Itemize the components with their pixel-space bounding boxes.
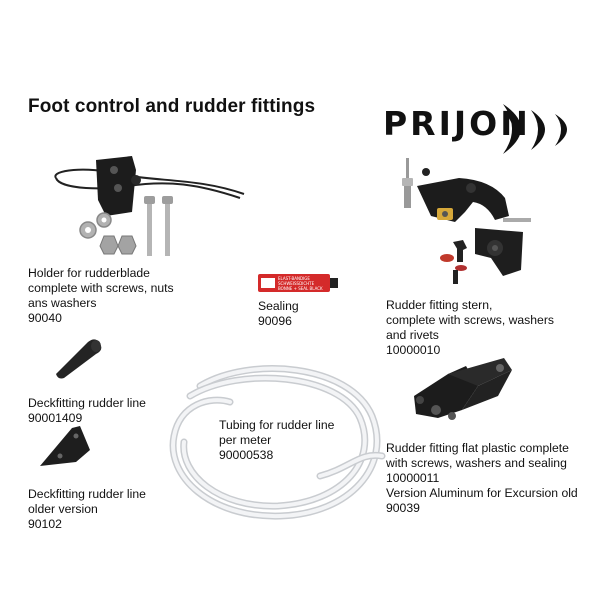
deckfitting-rudder-line-image xyxy=(56,339,102,379)
deckfitting-old-name: Deckfitting rudder line xyxy=(28,487,146,501)
sealing-name: Sealing xyxy=(258,299,299,313)
rudder-fitting-stern-image xyxy=(402,158,531,284)
deckfitting-name: Deckfitting rudder line xyxy=(28,396,146,410)
stern-detail: complete with screws, washers xyxy=(386,313,554,327)
deckfitting-caption: Deckfitting rudder line 90001409 xyxy=(28,396,146,426)
sealing-caption: Sealing 90096 xyxy=(258,299,299,329)
sealing-tube-text-2: SCHWEISSDICHTE xyxy=(278,281,315,286)
deckfitting-old-caption: Deckfitting rudder line older version 90… xyxy=(28,487,146,532)
rudder-fitting-flat-plastic-image xyxy=(414,358,512,420)
tubing-detail: per meter xyxy=(219,433,272,447)
holder-detail-2: ans washers xyxy=(28,296,97,310)
flat-plastic-name: Rudder fitting flat plastic complete xyxy=(386,441,569,455)
holder-rudderblade-image xyxy=(54,156,245,256)
holder-detail: complete with screws, nuts xyxy=(28,281,174,295)
stern-detail-2: and rivets xyxy=(386,328,439,342)
sealing-tube-text-3: BONNE + SEAL BLACK xyxy=(278,286,323,291)
holder-part-number: 90040 xyxy=(28,311,62,325)
sealing-part-number: 90096 xyxy=(258,314,292,328)
flat-plastic-detail: with screws, washers and sealing xyxy=(386,456,567,470)
tubing-name: Tubing for rudder line xyxy=(219,418,335,432)
page-title: Foot control and rudder fittings xyxy=(28,96,316,117)
logo-chevrons-icon xyxy=(503,104,567,154)
deckfitting-old-detail: older version xyxy=(28,502,98,516)
stern-part-number: 10000010 xyxy=(386,343,441,357)
holder-caption: Holder for rudderblade complete with scr… xyxy=(28,266,174,326)
sealing-tube-text-1: ELAST-BANDIGE xyxy=(278,276,310,281)
stern-caption: Rudder fitting stern, complete with scre… xyxy=(386,298,554,358)
tubing-rudder-line-image xyxy=(169,365,386,520)
prijon-logo: PRIJON xyxy=(383,104,531,143)
flat-plastic-caption: Rudder fitting flat plastic complete wit… xyxy=(386,441,578,516)
aluminum-version-name: Version Aluminum for Excursion old xyxy=(386,486,578,500)
logo-wordmark: PRIJON xyxy=(383,104,531,143)
deckfitting-old-part-number: 90102 xyxy=(28,517,62,531)
sealing-tube-image: ELAST-BANDIGE SCHWEISSDICHTE BONNE + SEA… xyxy=(258,274,338,292)
tubing-caption: Tubing for rudder line per meter 9000053… xyxy=(219,418,334,463)
deckfitting-older-version-image xyxy=(40,426,90,466)
flat-plastic-part-number: 10000011 xyxy=(386,471,440,485)
deckfitting-part-number: 90001409 xyxy=(28,411,83,425)
holder-name: Holder for rudderblade xyxy=(28,266,150,280)
tubing-part-number: 90000538 xyxy=(219,448,274,462)
stern-name: Rudder fitting stern, xyxy=(386,298,493,312)
aluminum-version-part-number: 90039 xyxy=(386,501,420,515)
